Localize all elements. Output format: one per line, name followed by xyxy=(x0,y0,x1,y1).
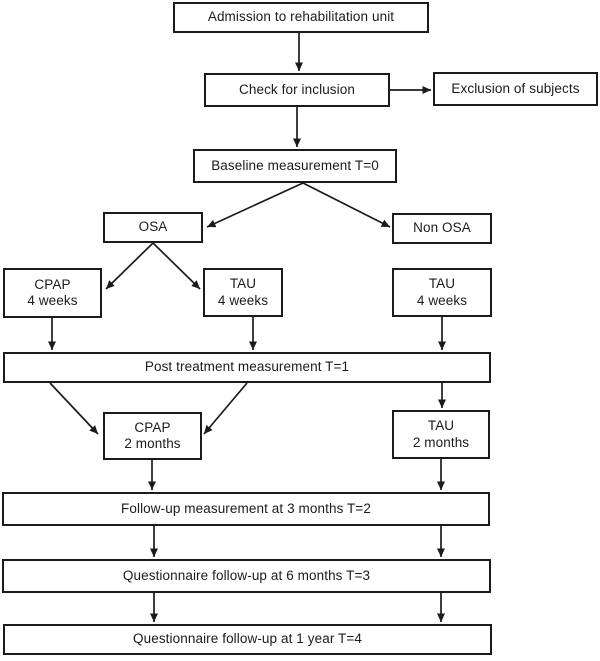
node-followup-3-months-t2: Follow-up measurement at 3 months T=2 xyxy=(2,492,490,526)
node-post-treatment-t1: Post treatment measurement T=1 xyxy=(3,352,491,383)
node-cpap-4-weeks-label: CPAP 4 weeks xyxy=(27,276,78,309)
node-questionnaire-1-year-t4: Questionnaire follow-up at 1 year T=4 xyxy=(3,624,492,655)
node-tau-4-weeks-osa: TAU 4 weeks xyxy=(203,268,283,317)
node-questionnaire-6-months-t3: Questionnaire follow-up at 6 months T=3 xyxy=(2,559,491,593)
node-followup-3-months-t2-label: Follow-up measurement at 3 months T=2 xyxy=(121,500,371,516)
node-admission: Admission to rehabilitation unit xyxy=(173,2,429,33)
node-cpap-2-months-label: CPAP 2 months xyxy=(124,419,181,452)
arrow-baseline-to-nonosa xyxy=(302,182,391,228)
arrow-osa-to-tau4w xyxy=(152,242,201,290)
node-osa-label: OSA xyxy=(138,219,168,235)
node-tau-4-weeks-nonosa: TAU 4 weeks xyxy=(392,268,492,317)
node-check-inclusion-label: Check for inclusion xyxy=(239,81,355,97)
arrow-osa-to-cpap4w xyxy=(105,242,154,290)
node-admission-label: Admission to rehabilitation unit xyxy=(207,9,395,25)
node-baseline-t0-label: Baseline measurement T=0 xyxy=(211,157,379,173)
arrow-baseline-to-osa xyxy=(206,182,304,228)
node-cpap-4-weeks: CPAP 4 weeks xyxy=(3,268,102,318)
node-check-inclusion: Check for inclusion xyxy=(204,73,390,107)
node-cpap-2-months: CPAP 2 months xyxy=(103,412,202,460)
node-osa: OSA xyxy=(103,212,203,243)
arrow-post-to-cpap2m-right xyxy=(203,382,248,435)
node-exclusion-label: Exclusion of subjects xyxy=(451,80,580,96)
node-baseline-t0: Baseline measurement T=0 xyxy=(193,149,397,183)
node-post-treatment-t1-label: Post treatment measurement T=1 xyxy=(144,359,350,375)
node-questionnaire-6-months-t3-label: Questionnaire follow-up at 6 months T=3 xyxy=(122,567,371,583)
node-non-osa-label: Non OSA xyxy=(413,220,471,236)
node-non-osa: Non OSA xyxy=(392,213,492,244)
node-tau-4-weeks-osa-label: TAU 4 weeks xyxy=(217,276,269,308)
node-tau-4-weeks-nonosa-label: TAU 4 weeks xyxy=(416,276,468,308)
node-exclusion: Exclusion of subjects xyxy=(433,72,598,106)
node-questionnaire-1-year-t4-label: Questionnaire follow-up at 1 year T=4 xyxy=(133,631,362,647)
arrow-post-to-cpap2m-left xyxy=(49,382,99,435)
node-tau-2-months: TAU 2 months xyxy=(392,410,490,459)
node-tau-2-months-label: TAU 2 months xyxy=(412,418,470,450)
